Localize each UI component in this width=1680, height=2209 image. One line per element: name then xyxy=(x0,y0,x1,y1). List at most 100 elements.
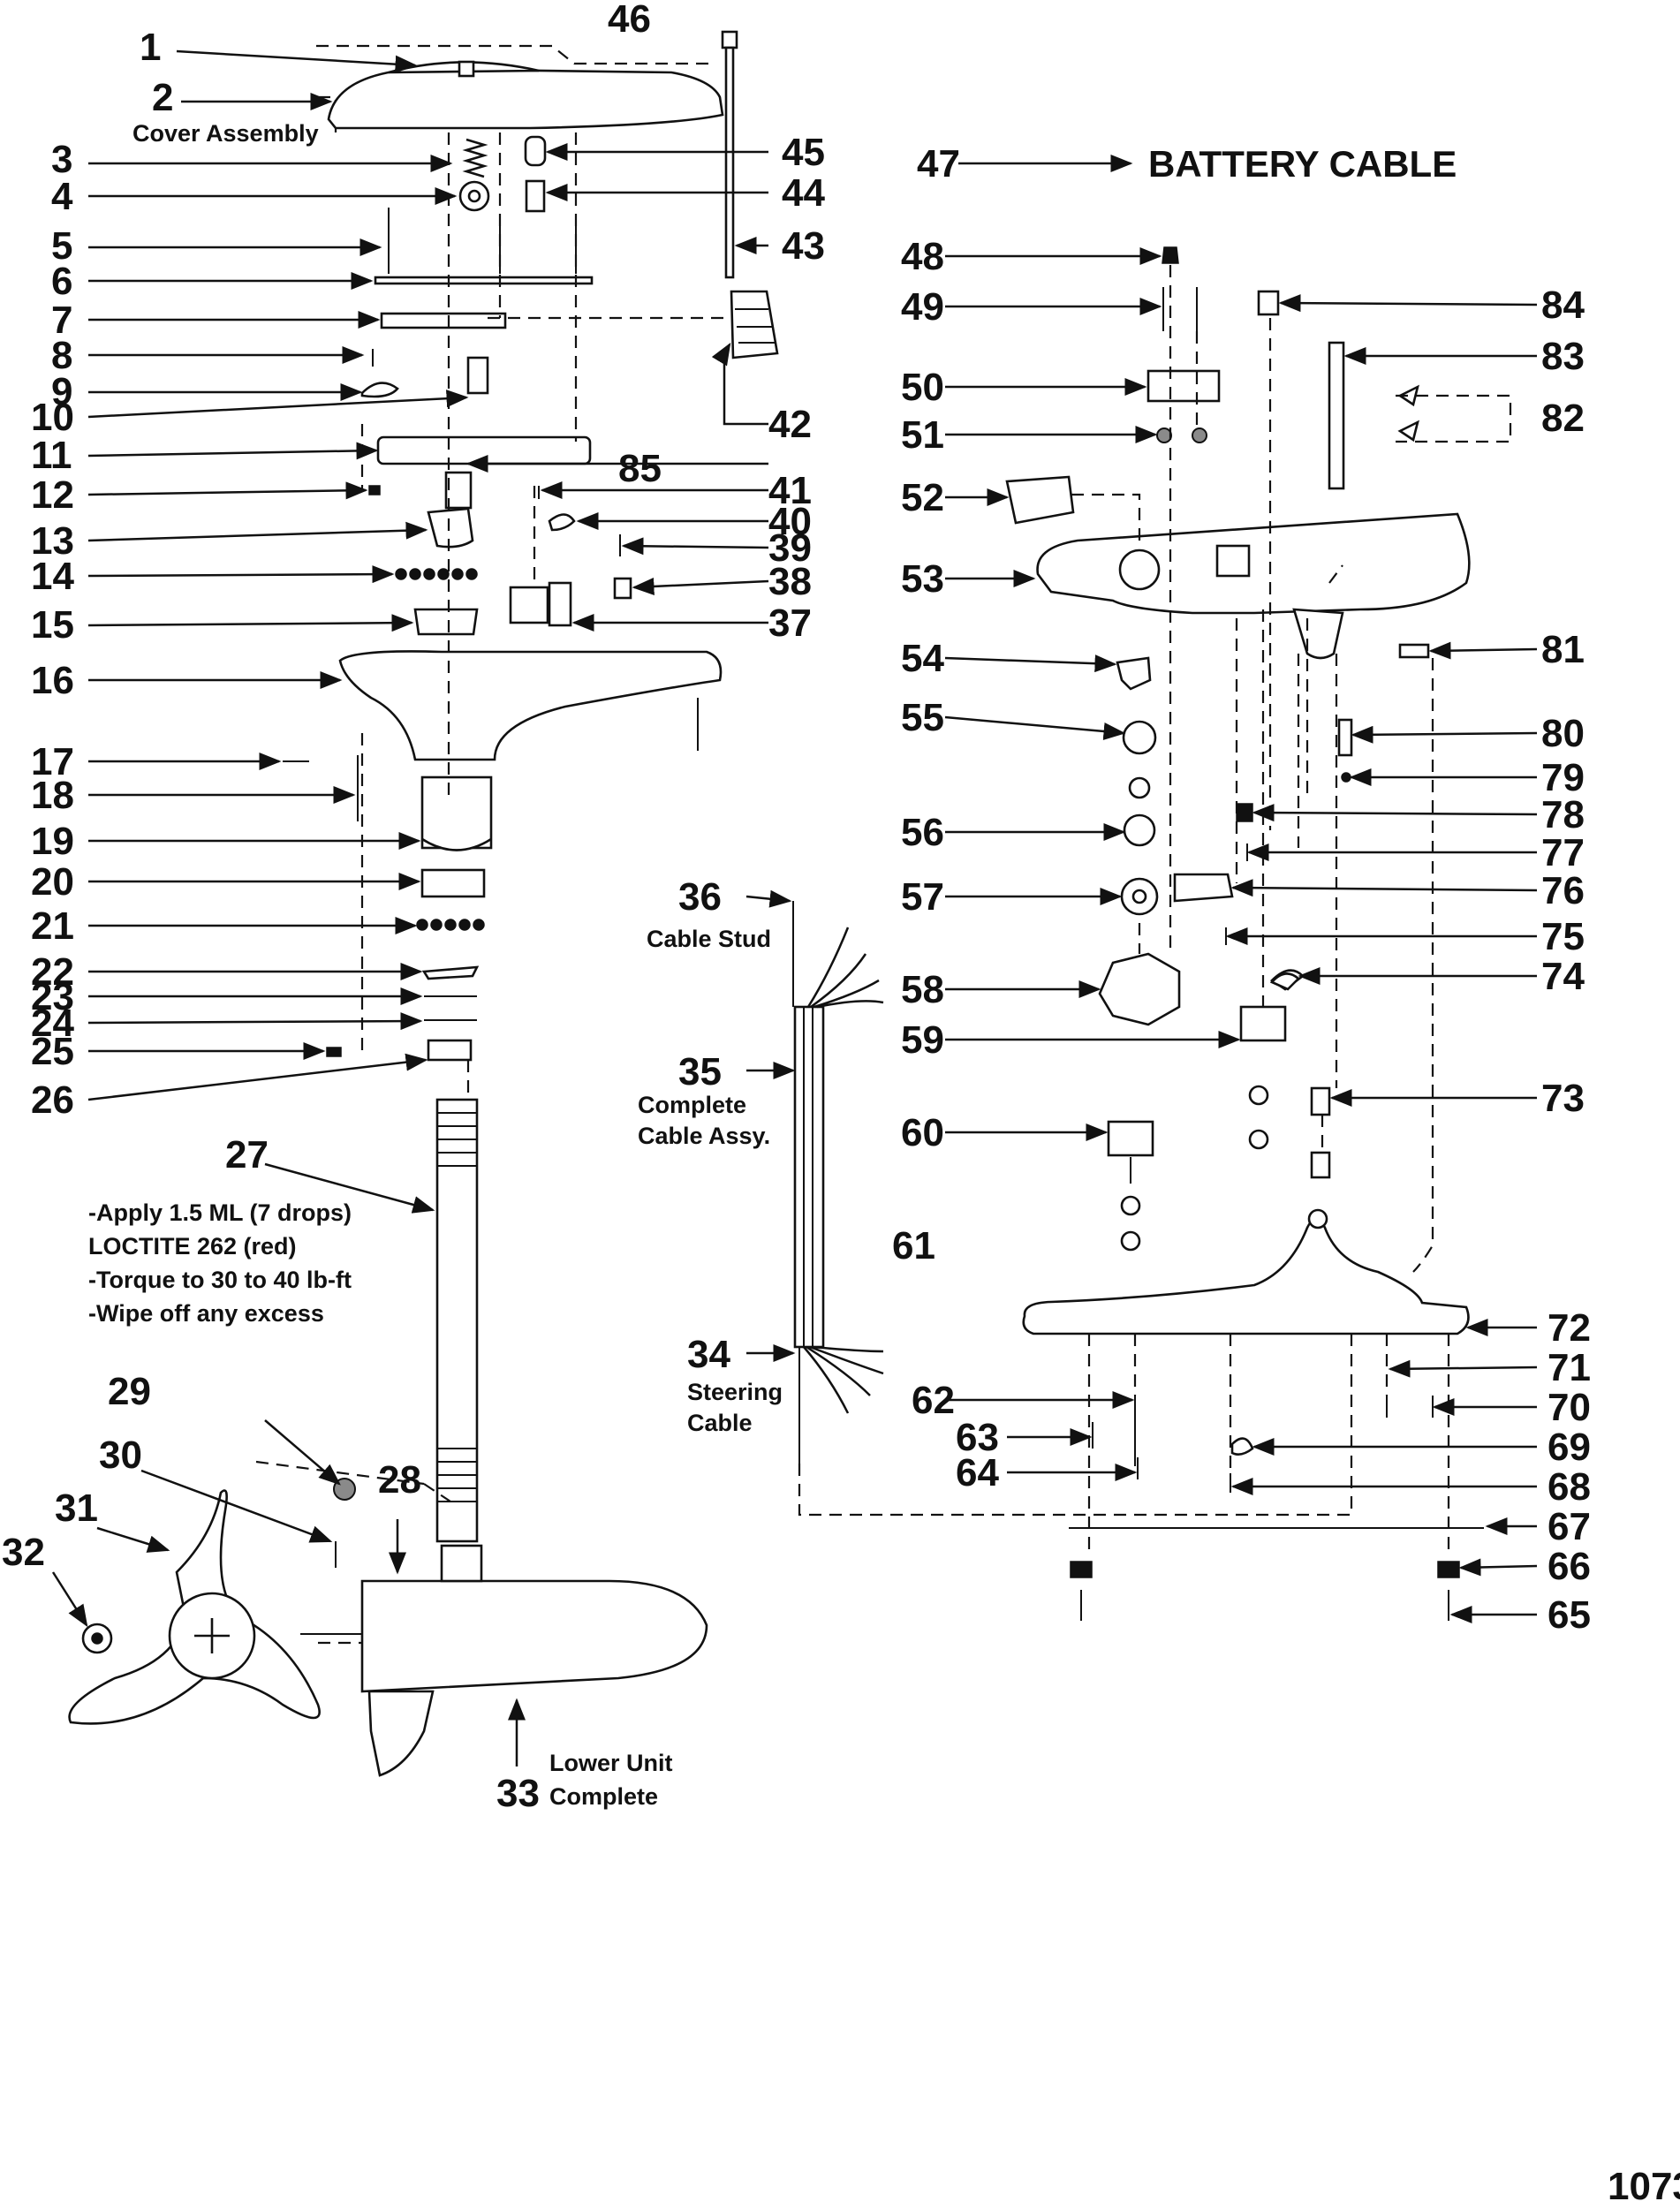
callout-78: 78 xyxy=(1541,793,1585,836)
callout-79: 79 xyxy=(1541,756,1585,799)
callout-39: 39 xyxy=(768,526,812,570)
callout-59: 59 xyxy=(901,1018,944,1062)
callout-62: 62 xyxy=(912,1379,955,1422)
callout-14: 14 xyxy=(31,555,74,598)
set-screw-25 xyxy=(326,1047,342,1057)
base-plate-72 xyxy=(1022,1217,1470,1335)
alignment-dashes-left xyxy=(255,132,733,1645)
callout-29: 29 xyxy=(108,1370,151,1413)
steering-cable-caption-2: Cable xyxy=(687,1410,753,1436)
callout-68: 68 xyxy=(1548,1465,1591,1509)
callout-13: 13 xyxy=(31,519,74,563)
callout-28: 28 xyxy=(378,1458,421,1502)
washer-22 xyxy=(421,965,480,980)
callout-69: 69 xyxy=(1548,1426,1591,1469)
callout-65: 65 xyxy=(1548,1593,1591,1637)
nut-56 xyxy=(1123,813,1156,847)
callout-30: 30 xyxy=(99,1434,142,1477)
callout-61: 61 xyxy=(892,1224,935,1267)
callout-51: 51 xyxy=(901,413,944,457)
steering-cable-caption-1: Steering xyxy=(687,1379,783,1405)
callout-19: 19 xyxy=(31,820,74,863)
bracket-37b xyxy=(548,581,572,627)
potentiometer-part xyxy=(466,356,489,395)
nut-hole xyxy=(467,189,481,203)
collar-part xyxy=(413,608,479,636)
clip-part xyxy=(525,179,546,213)
knob-48 xyxy=(1162,246,1179,264)
nut-58 xyxy=(1098,952,1181,1026)
battery-cable-caption: BATTERY CABLE xyxy=(1148,143,1457,185)
lower-unit-caption-1: Lower Unit xyxy=(549,1750,673,1776)
connector-73b xyxy=(1310,1151,1331,1179)
loctite-note-line-4: -Wipe off any excess xyxy=(88,1300,324,1327)
complete-cable-caption-1: Complete xyxy=(638,1092,746,1118)
cable-tie-strap xyxy=(724,46,735,279)
callout-8: 8 xyxy=(51,334,72,377)
callout-77: 77 xyxy=(1541,831,1585,874)
callout-48: 48 xyxy=(901,235,944,278)
knob-part xyxy=(360,382,399,398)
left-motor-assembly xyxy=(68,30,779,1777)
callout-31: 31 xyxy=(55,1487,98,1530)
loctite-note-line-1: -Apply 1.5 ML (7 drops) xyxy=(88,1199,352,1226)
block-81 xyxy=(1398,643,1430,659)
bearing-row-21 xyxy=(416,919,485,931)
bracket-tab-81 xyxy=(1292,608,1344,660)
bracket-76 xyxy=(1173,873,1234,903)
callout-49: 49 xyxy=(901,285,944,329)
spring-part xyxy=(462,138,488,178)
callout-2: 2 xyxy=(152,76,173,119)
callout-82: 82 xyxy=(1541,397,1585,440)
callout-75: 75 xyxy=(1541,915,1585,958)
callout-81: 81 xyxy=(1541,628,1585,671)
callout-50: 50 xyxy=(901,366,944,409)
gear-rack-part xyxy=(380,312,507,329)
callout-22: 22 xyxy=(31,950,74,994)
gear-housing-part xyxy=(427,507,474,548)
callout-84: 84 xyxy=(1541,284,1585,327)
callout-70: 70 xyxy=(1548,1386,1591,1429)
callout-64: 64 xyxy=(956,1451,999,1494)
loctite-note-line-3: -Torque to 30 to 40 lb-ft xyxy=(88,1267,352,1293)
callout-47: 47 xyxy=(917,142,960,185)
shaft-threads-top xyxy=(437,1112,477,1167)
callout-6: 6 xyxy=(51,260,72,303)
bellows-part xyxy=(730,290,779,359)
cable-wires-bottom xyxy=(803,1345,884,1414)
clip-38 xyxy=(613,577,632,600)
callout-1: 1 xyxy=(140,26,161,69)
callout-23: 23 xyxy=(31,975,74,1018)
callout-9: 9 xyxy=(51,370,72,413)
callout-24: 24 xyxy=(31,1002,74,1045)
callout-25: 25 xyxy=(31,1030,74,1073)
cover-assembly-caption: Cover Assembly xyxy=(132,120,319,147)
callout-10: 10 xyxy=(31,396,74,439)
callout-41: 41 xyxy=(768,469,812,512)
callout-58: 58 xyxy=(901,968,944,1011)
callout-56: 56 xyxy=(901,811,944,854)
switch-54 xyxy=(1116,656,1152,691)
cable-tie-head xyxy=(721,30,738,49)
bearing-row xyxy=(395,568,478,580)
callout-83: 83 xyxy=(1541,335,1585,378)
clip-84 xyxy=(1257,290,1280,316)
callout-38: 38 xyxy=(768,560,812,603)
cover-52 xyxy=(1005,475,1075,525)
callout-60: 60 xyxy=(901,1111,944,1154)
pin-part xyxy=(524,135,547,167)
loctite-note-line-2: LOCTITE 262 (red) xyxy=(88,1233,297,1260)
callout-46: 46 xyxy=(608,0,651,41)
callout-15: 15 xyxy=(31,603,74,647)
callout-26: 26 xyxy=(31,1078,74,1122)
callout-85: 85 xyxy=(618,447,662,490)
pin-80 xyxy=(1337,718,1353,757)
nut-55b xyxy=(1128,776,1151,799)
callout-7: 7 xyxy=(51,299,72,342)
gear-housing-top xyxy=(444,471,473,510)
cable-stud-caption: Cable Stud xyxy=(647,926,771,952)
wingnut-82b xyxy=(1397,420,1419,443)
lower-unit-part xyxy=(360,1579,708,1693)
connector-73a xyxy=(1310,1086,1331,1116)
